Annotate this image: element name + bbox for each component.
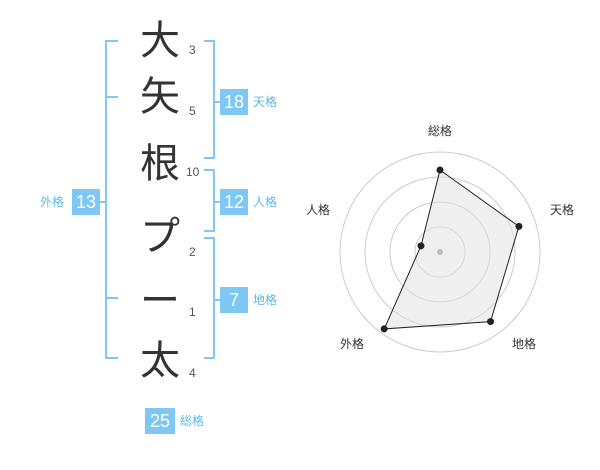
radar-label-gaikaku: 外格 — [340, 337, 365, 351]
stroke-count-5: 1 — [189, 305, 196, 319]
tenkaku-bracket — [204, 40, 215, 159]
radar-point-1 — [436, 166, 444, 174]
radar-point-2 — [515, 222, 523, 230]
jinkaku-value-badge: 12 — [220, 189, 248, 215]
stroke-count-4: 2 — [189, 245, 196, 259]
radar-point-4 — [380, 325, 388, 333]
radar-label-tenkaku: 天格 — [550, 203, 575, 217]
outer-bracket — [105, 40, 118, 359]
name-char-3: 根 — [140, 141, 180, 187]
name-char-4: プ — [140, 214, 180, 260]
name-char-5: ー — [140, 278, 180, 324]
soukaku-label: 総格 — [180, 414, 205, 428]
chikaku-value-badge: 7 — [220, 287, 248, 313]
radar-point-5 — [417, 242, 425, 250]
radar-label-soukaku: 総格 — [428, 124, 453, 138]
name-char-6: 太 — [140, 338, 180, 384]
jinkaku-bracket — [204, 169, 215, 232]
tenkaku-value-badge: 18 — [220, 89, 248, 115]
gaikaku-value-badge: 13 — [72, 189, 100, 215]
jinkaku-label: 人格 — [253, 195, 278, 209]
radar-point-3 — [487, 318, 495, 326]
chikaku-label: 地格 — [253, 293, 278, 307]
stroke-count-6: 4 — [189, 366, 196, 380]
stroke-count-3: 10 — [186, 165, 200, 179]
radar-polygon — [383, 169, 520, 330]
tenkaku-label: 天格 — [253, 95, 278, 109]
stroke-count-1: 3 — [189, 43, 196, 57]
soukaku-value-badge: 25 — [145, 408, 175, 434]
name-char-1: 大 — [140, 18, 180, 64]
radar-label-jinkaku: 人格 — [306, 203, 331, 217]
radar-center-dot — [437, 249, 443, 255]
radar-ring — [339, 151, 541, 353]
radar-label-chikaku: 地格 — [512, 337, 537, 351]
gaikaku-label: 外格 — [40, 195, 65, 209]
stroke-count-2: 5 — [189, 104, 196, 118]
chikaku-bracket — [204, 237, 215, 359]
name-char-2: 矢 — [140, 74, 180, 120]
